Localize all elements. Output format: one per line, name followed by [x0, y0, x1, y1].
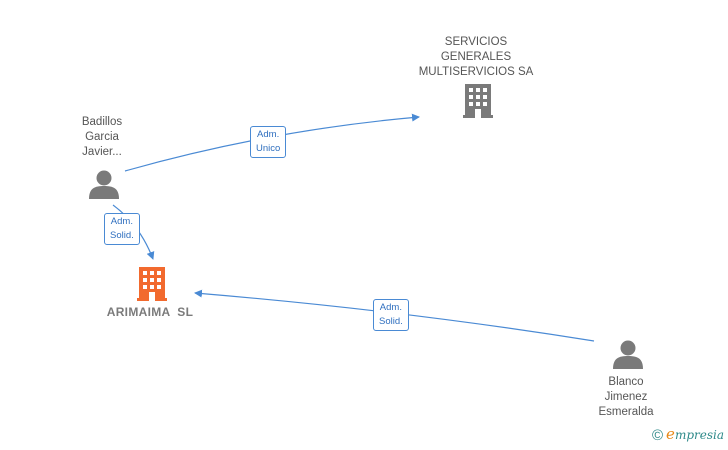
brand-logo-initial: e: [666, 425, 675, 443]
label-line: MULTISERVICIOS SA: [418, 66, 534, 78]
label-line: Badillos: [81, 116, 123, 128]
building-icon[interactable]: [463, 84, 493, 118]
label-line: Jimenez: [604, 391, 648, 403]
person-icon[interactable]: [89, 170, 119, 200]
company-label-servicios[interactable]: SERVICIOS GENERALES MULTISERVICIOS SA: [406, 35, 546, 80]
label-line: SERVICIOS: [444, 36, 508, 48]
label-line: Blanco: [608, 376, 644, 388]
edge-label-line: Adm.: [257, 129, 280, 140]
person-icon[interactable]: [613, 340, 643, 370]
person-label-blanco[interactable]: Blanco Jimenez Esmeralda: [586, 375, 666, 420]
label-line: Javier...: [82, 146, 122, 158]
edge-label-adm-solid-blanco[interactable]: Adm. Solid.: [373, 299, 409, 331]
label-line: GENERALES: [440, 51, 512, 63]
edge-label-adm-solid-badillos[interactable]: Adm. Solid.: [104, 213, 140, 245]
label-line: ARIMAIMA SL: [106, 305, 194, 319]
edge-label-line: Adm.: [110, 216, 133, 227]
brand-watermark: ©empresia: [652, 425, 724, 444]
brand-logo-text: mpresia: [674, 428, 724, 442]
copyright-icon: ©: [651, 427, 664, 444]
edge-label-line: Solid.: [379, 316, 403, 327]
person-label-badillos[interactable]: Badillos Garcia Javier...: [62, 115, 142, 160]
edge-label-adm-unico[interactable]: Adm. Unico: [250, 126, 287, 158]
company-label-arimaima[interactable]: ARIMAIMA SL: [90, 305, 210, 320]
edge-label-line: Solid.: [110, 230, 134, 241]
building-icon[interactable]: [137, 267, 167, 301]
label-line: Garcia: [85, 131, 119, 143]
edge-label-line: Unico: [256, 143, 281, 154]
edge-label-line: Adm.: [379, 302, 402, 313]
label-line: Esmeralda: [598, 406, 654, 418]
